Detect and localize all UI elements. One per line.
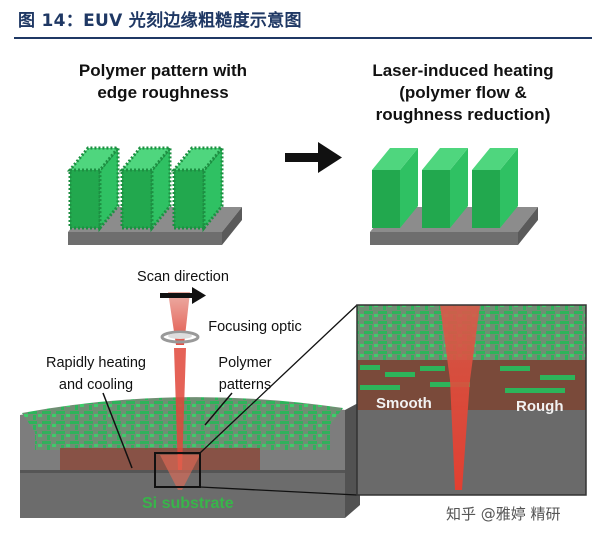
focusing-optic-label: Focusing optic xyxy=(208,319,302,335)
polymer-pointer xyxy=(204,392,233,426)
heating-pointer xyxy=(102,392,133,469)
focusing-optic xyxy=(160,330,200,344)
rapidly-heating-label: Rapidly heating and cooling xyxy=(26,352,166,396)
smooth-pattern-block xyxy=(370,148,538,245)
rough-pattern-block xyxy=(66,143,242,245)
laser-beam xyxy=(160,292,200,490)
polymer-patterns-label: Polymer patterns xyxy=(200,352,290,396)
right-header: Laser-induced heating (polymer flow & ro… xyxy=(338,60,588,126)
zoom-region-box xyxy=(154,452,201,488)
si-substrate-label: Si substrate xyxy=(142,495,234,512)
left-header-line-2: edge roughness xyxy=(97,83,229,102)
rough-ridge-1 xyxy=(66,143,122,233)
rough-label: Rough xyxy=(516,398,564,415)
right-header-line-1: Laser-induced heating xyxy=(372,61,554,80)
rough-ridge-3 xyxy=(170,143,226,233)
watermark: 知乎 @雅婷 精研 xyxy=(446,505,561,523)
right-header-line-2: (polymer flow & xyxy=(399,83,527,102)
polymer-patterns-line-1: Polymer xyxy=(218,355,272,371)
rapidly-heating-line-1: Rapidly heating xyxy=(46,355,146,371)
title-rule xyxy=(14,37,592,39)
left-header: Polymer pattern with edge roughness xyxy=(48,60,278,104)
smooth-ridge-2 xyxy=(422,148,468,228)
rough-ridge-2 xyxy=(118,143,174,233)
figure-title: 图 14：EUV 光刻边缘粗糙度示意图 xyxy=(18,11,302,31)
scan-direction-label: Scan direction xyxy=(137,269,229,285)
scan-arrow xyxy=(160,287,206,304)
smooth-label: Smooth xyxy=(376,395,432,412)
smooth-ridge-1 xyxy=(372,148,418,228)
smooth-ridge-3 xyxy=(472,148,518,228)
zoom-line-top xyxy=(199,304,358,454)
left-header-line-1: Polymer pattern with xyxy=(78,61,248,80)
zoom-line-bottom xyxy=(199,486,358,496)
right-header-line-3: roughness reduction) xyxy=(375,105,551,124)
polymer-patterns-line-2: patterns xyxy=(218,377,272,393)
transform-arrow xyxy=(285,142,342,173)
rapidly-heating-line-2: and cooling xyxy=(58,377,134,393)
zoom-panel xyxy=(356,304,587,496)
